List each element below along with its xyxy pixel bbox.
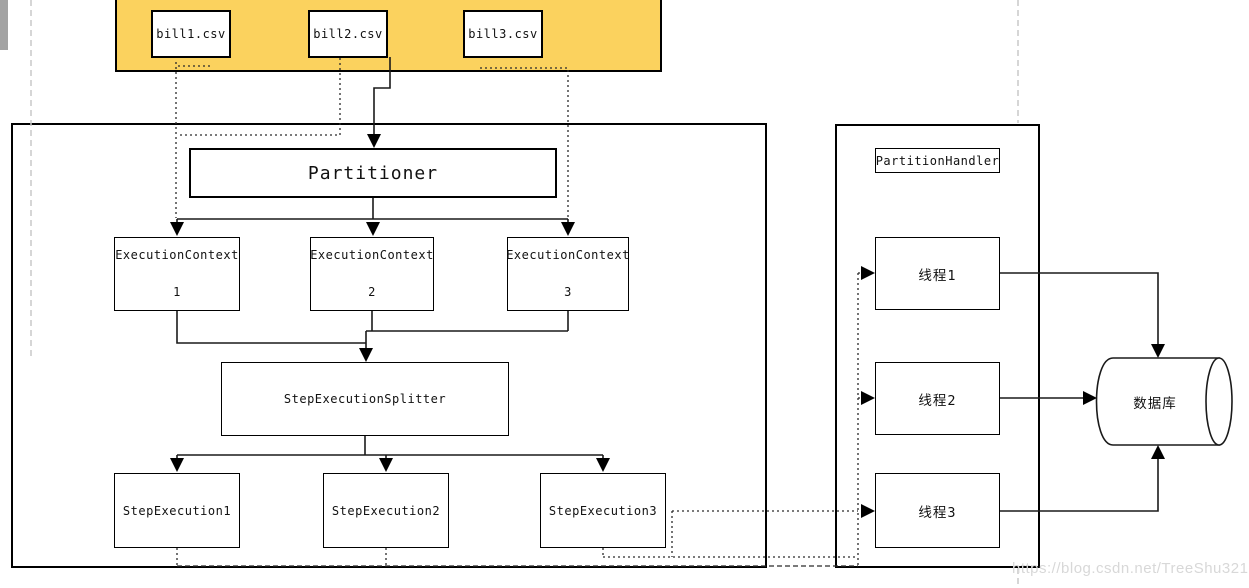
context-number: 1 — [173, 285, 181, 300]
splitter-label: StepExecutionSplitter — [283, 392, 447, 406]
database-cylinder-body — [1095, 357, 1220, 446]
connector-thread3-to-database — [1000, 459, 1159, 512]
partition-flow-panel — [11, 123, 767, 568]
step-execution2-node: StepExecution2 — [323, 473, 449, 548]
database-label: 数据库 — [1133, 395, 1177, 412]
context-label: ExecutionContext — [115, 248, 239, 263]
arrowhead-into-context2 — [366, 222, 380, 236]
arrowhead-thread1-db — [1151, 344, 1165, 358]
file-node-bill2: bill2.csv — [308, 10, 388, 58]
arrowhead-into-step2 — [379, 458, 393, 472]
arrowhead-thread2-db — [1083, 391, 1097, 405]
connector-splitter-to-steps — [176, 436, 604, 458]
connector-partitioner-to-contexts — [176, 198, 569, 223]
partition-handler-label: PartitionHandler — [875, 153, 1000, 168]
dotted-thread-riser — [857, 272, 861, 566]
file-node-bill3: bill3.csv — [463, 10, 543, 58]
file-label: bill3.csv — [468, 27, 538, 41]
file-label: bill1.csv — [156, 27, 226, 41]
arrowhead-into-splitter — [359, 348, 373, 362]
arrowhead-into-step1 — [170, 458, 184, 472]
arrowhead-into-thread1 — [861, 266, 875, 280]
thread2-node: 线程2 — [875, 362, 1000, 435]
partitioner-node: Partitioner — [189, 148, 557, 198]
context-number: 3 — [564, 285, 572, 300]
arrowhead-into-thread2 — [861, 391, 875, 405]
file-node-bill1: bill1.csv — [151, 10, 231, 58]
thread3-node: 线程3 — [875, 473, 1000, 548]
thread-label: 线程1 — [918, 267, 957, 284]
arrowhead-into-thread3 — [861, 504, 875, 518]
arrowhead-into-step3 — [596, 458, 610, 472]
connector-thread1-to-database — [1000, 272, 1159, 344]
arrowhead-into-partitioner — [367, 134, 381, 148]
database-cylinder-rim — [1205, 357, 1233, 446]
dotted-bill3-path — [480, 67, 569, 221]
watermark-text: https://blog.csdn.net/TreeShu321 — [1012, 560, 1249, 577]
page-edge-strip — [0, 0, 8, 50]
step-label: StepExecution3 — [548, 503, 658, 518]
step-label: StepExecution1 — [122, 503, 232, 518]
dotted-bill1-path — [175, 62, 212, 218]
dotted-step3-drop — [602, 548, 858, 558]
context-label: ExecutionContext — [506, 248, 630, 263]
partition-handler-panel — [835, 124, 1040, 568]
thread-label: 线程2 — [918, 392, 957, 409]
connector-band-to-partitioner — [373, 57, 391, 134]
arrowhead-into-context1 — [170, 222, 184, 236]
database-label-box: 数据库 — [1100, 358, 1210, 445]
step-label: StepExecution2 — [331, 503, 441, 518]
connector-contexts-to-splitter — [176, 311, 569, 348]
database-cylinder — [1095, 357, 1233, 446]
dotted-step3-to-thread3 — [671, 510, 858, 557]
thread-label: 线程3 — [918, 504, 957, 521]
partition-handler-node: PartitionHandler — [875, 148, 1000, 173]
partitioner-label: Partitioner — [307, 162, 439, 184]
context-label: ExecutionContext — [310, 248, 434, 263]
execution-context3-node: ExecutionContext 3 — [506, 237, 630, 311]
context-number: 2 — [368, 285, 376, 300]
step-execution1-node: StepExecution1 — [114, 473, 240, 548]
arrowhead-thread3-db — [1151, 445, 1165, 459]
step-execution-splitter-node: StepExecutionSplitter — [221, 362, 509, 436]
arrowhead-into-context3 — [561, 222, 575, 236]
step-execution3-node: StepExecution3 — [540, 473, 666, 548]
thread1-node: 线程1 — [875, 237, 1000, 310]
execution-context1-node: ExecutionContext 1 — [114, 237, 240, 311]
file-label: bill2.csv — [313, 27, 383, 41]
dotted-bill2-path — [177, 58, 341, 136]
execution-context2-node: ExecutionContext 2 — [310, 237, 434, 311]
